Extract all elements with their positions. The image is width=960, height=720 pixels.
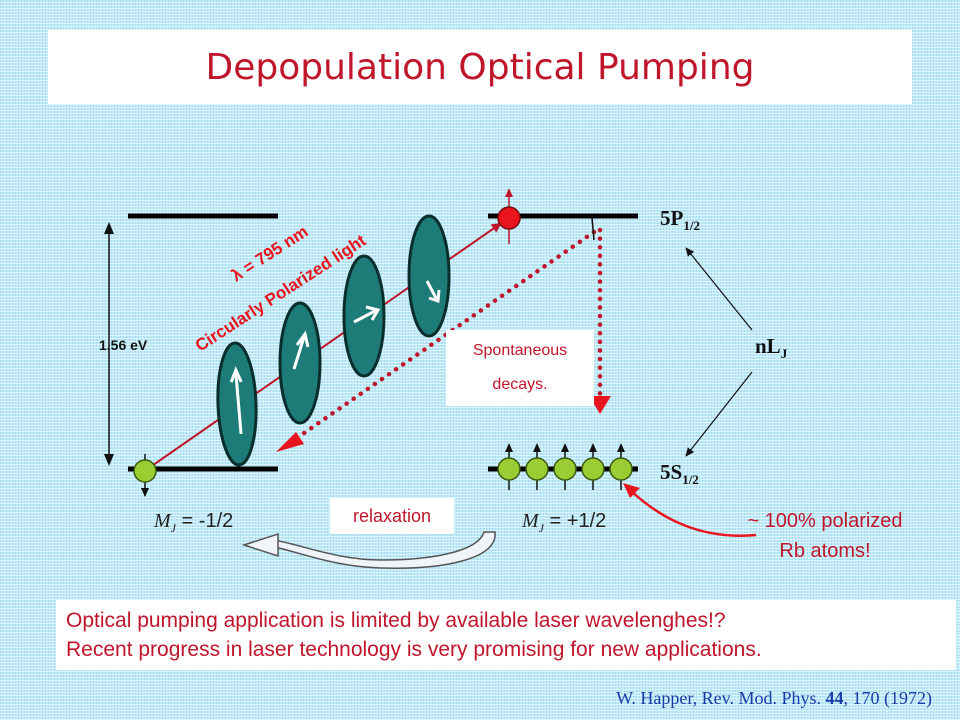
nlj-arrow-up (685, 247, 753, 331)
energy-gap-label: 1.56 eV (99, 337, 148, 353)
excited-atom (497, 206, 521, 230)
notes-box: Optical pumping application is limited b… (56, 600, 956, 670)
title-banner: Depopulation Optical Pumping (48, 30, 912, 104)
polarized-note: ~ 100% polarized Rb atoms! (700, 506, 950, 566)
polarized-note-line-2: Rb atoms! (779, 540, 871, 562)
polarized-note-line-1: ~ 100% polarized (747, 510, 903, 532)
level-5p-label: 5P1/2 (660, 206, 700, 234)
citation: W. Happer, Rev. Mod. Phys. 44, 170 (1972… (616, 688, 932, 708)
relaxation-arrow (241, 531, 496, 569)
spontaneous-line-1: Spontaneous (472, 342, 568, 359)
nlj-label: nLJ (755, 334, 788, 362)
mj-left-label: MJ = -1/2 (154, 510, 234, 535)
nlj-arrow-down (685, 371, 753, 457)
mj-right-label: MJ = +1/2 (522, 510, 607, 535)
photon-4 (407, 214, 451, 338)
photon-1 (216, 341, 258, 467)
relaxation-label: relaxation (352, 505, 432, 526)
spontaneous-line-2: decays. (492, 376, 548, 393)
note-line-1: Optical pumping application is limited b… (66, 609, 726, 632)
polarized-atoms (497, 443, 633, 490)
relaxation-box: relaxation (330, 498, 454, 534)
note-line-2: Recent progress in laser technology is v… (66, 638, 762, 661)
ground-atom-left (133, 459, 157, 483)
polarized-pointer-arrow (629, 489, 757, 537)
spontaneous-decay-box: Spontaneous decays. (446, 330, 594, 406)
photon-3 (342, 254, 386, 378)
level-5s-label: 5S1/2 (660, 460, 699, 488)
page-title: Depopulation Optical Pumping (205, 46, 755, 88)
photon-2 (278, 301, 322, 425)
decay-diagonal (281, 229, 597, 450)
